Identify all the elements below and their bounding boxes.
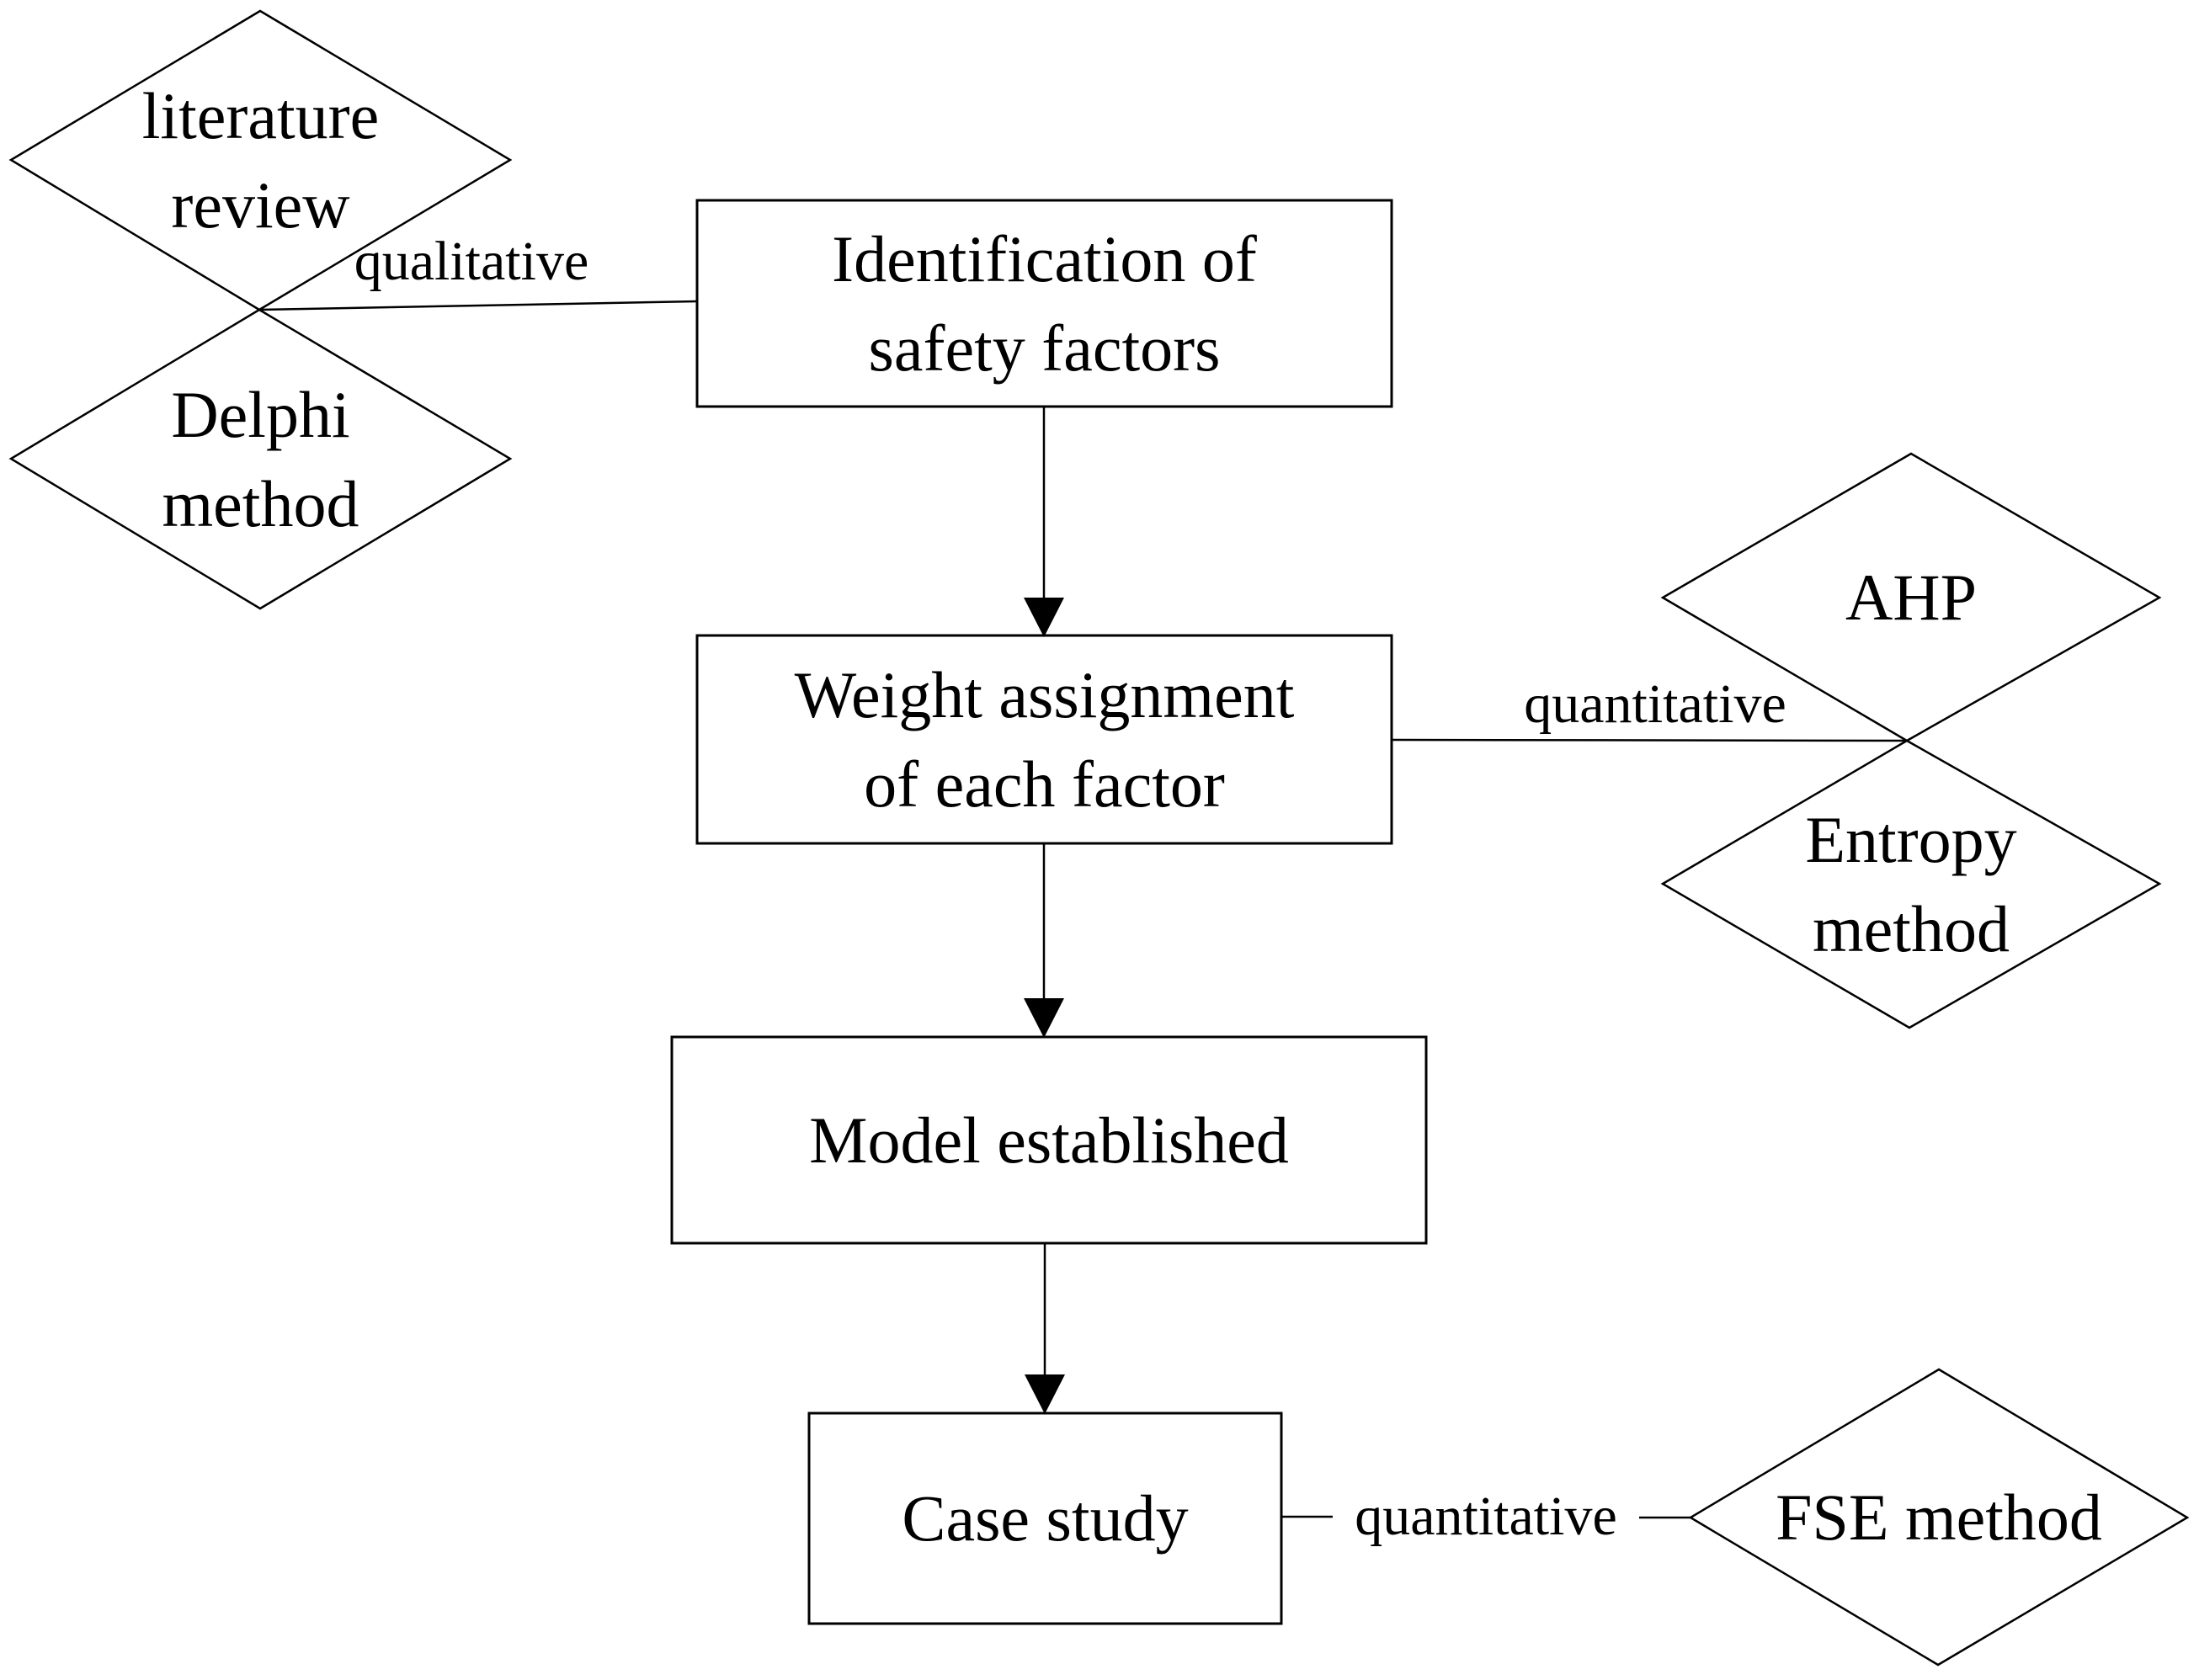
model-box (670, 1035, 1428, 1245)
qualitative-connector-line (258, 300, 698, 311)
arrowhead-down-icon-1 (1024, 598, 1064, 637)
arrowhead-down-icon-3 (1025, 1374, 1065, 1414)
weight-box (695, 634, 1393, 845)
entropy-method-diamond (1660, 739, 2162, 1029)
case-study-box (807, 1412, 1283, 1625)
fse-method-diamond (1688, 1368, 2190, 1667)
delphi-method-diamond (8, 308, 513, 610)
arrowhead-down-icon-2 (1024, 998, 1064, 1038)
quantitative-weight-connector-line (1391, 738, 1908, 742)
identification-box (695, 199, 1393, 408)
ahp-diamond (1660, 452, 2162, 742)
literature-review-diamond (8, 9, 513, 311)
